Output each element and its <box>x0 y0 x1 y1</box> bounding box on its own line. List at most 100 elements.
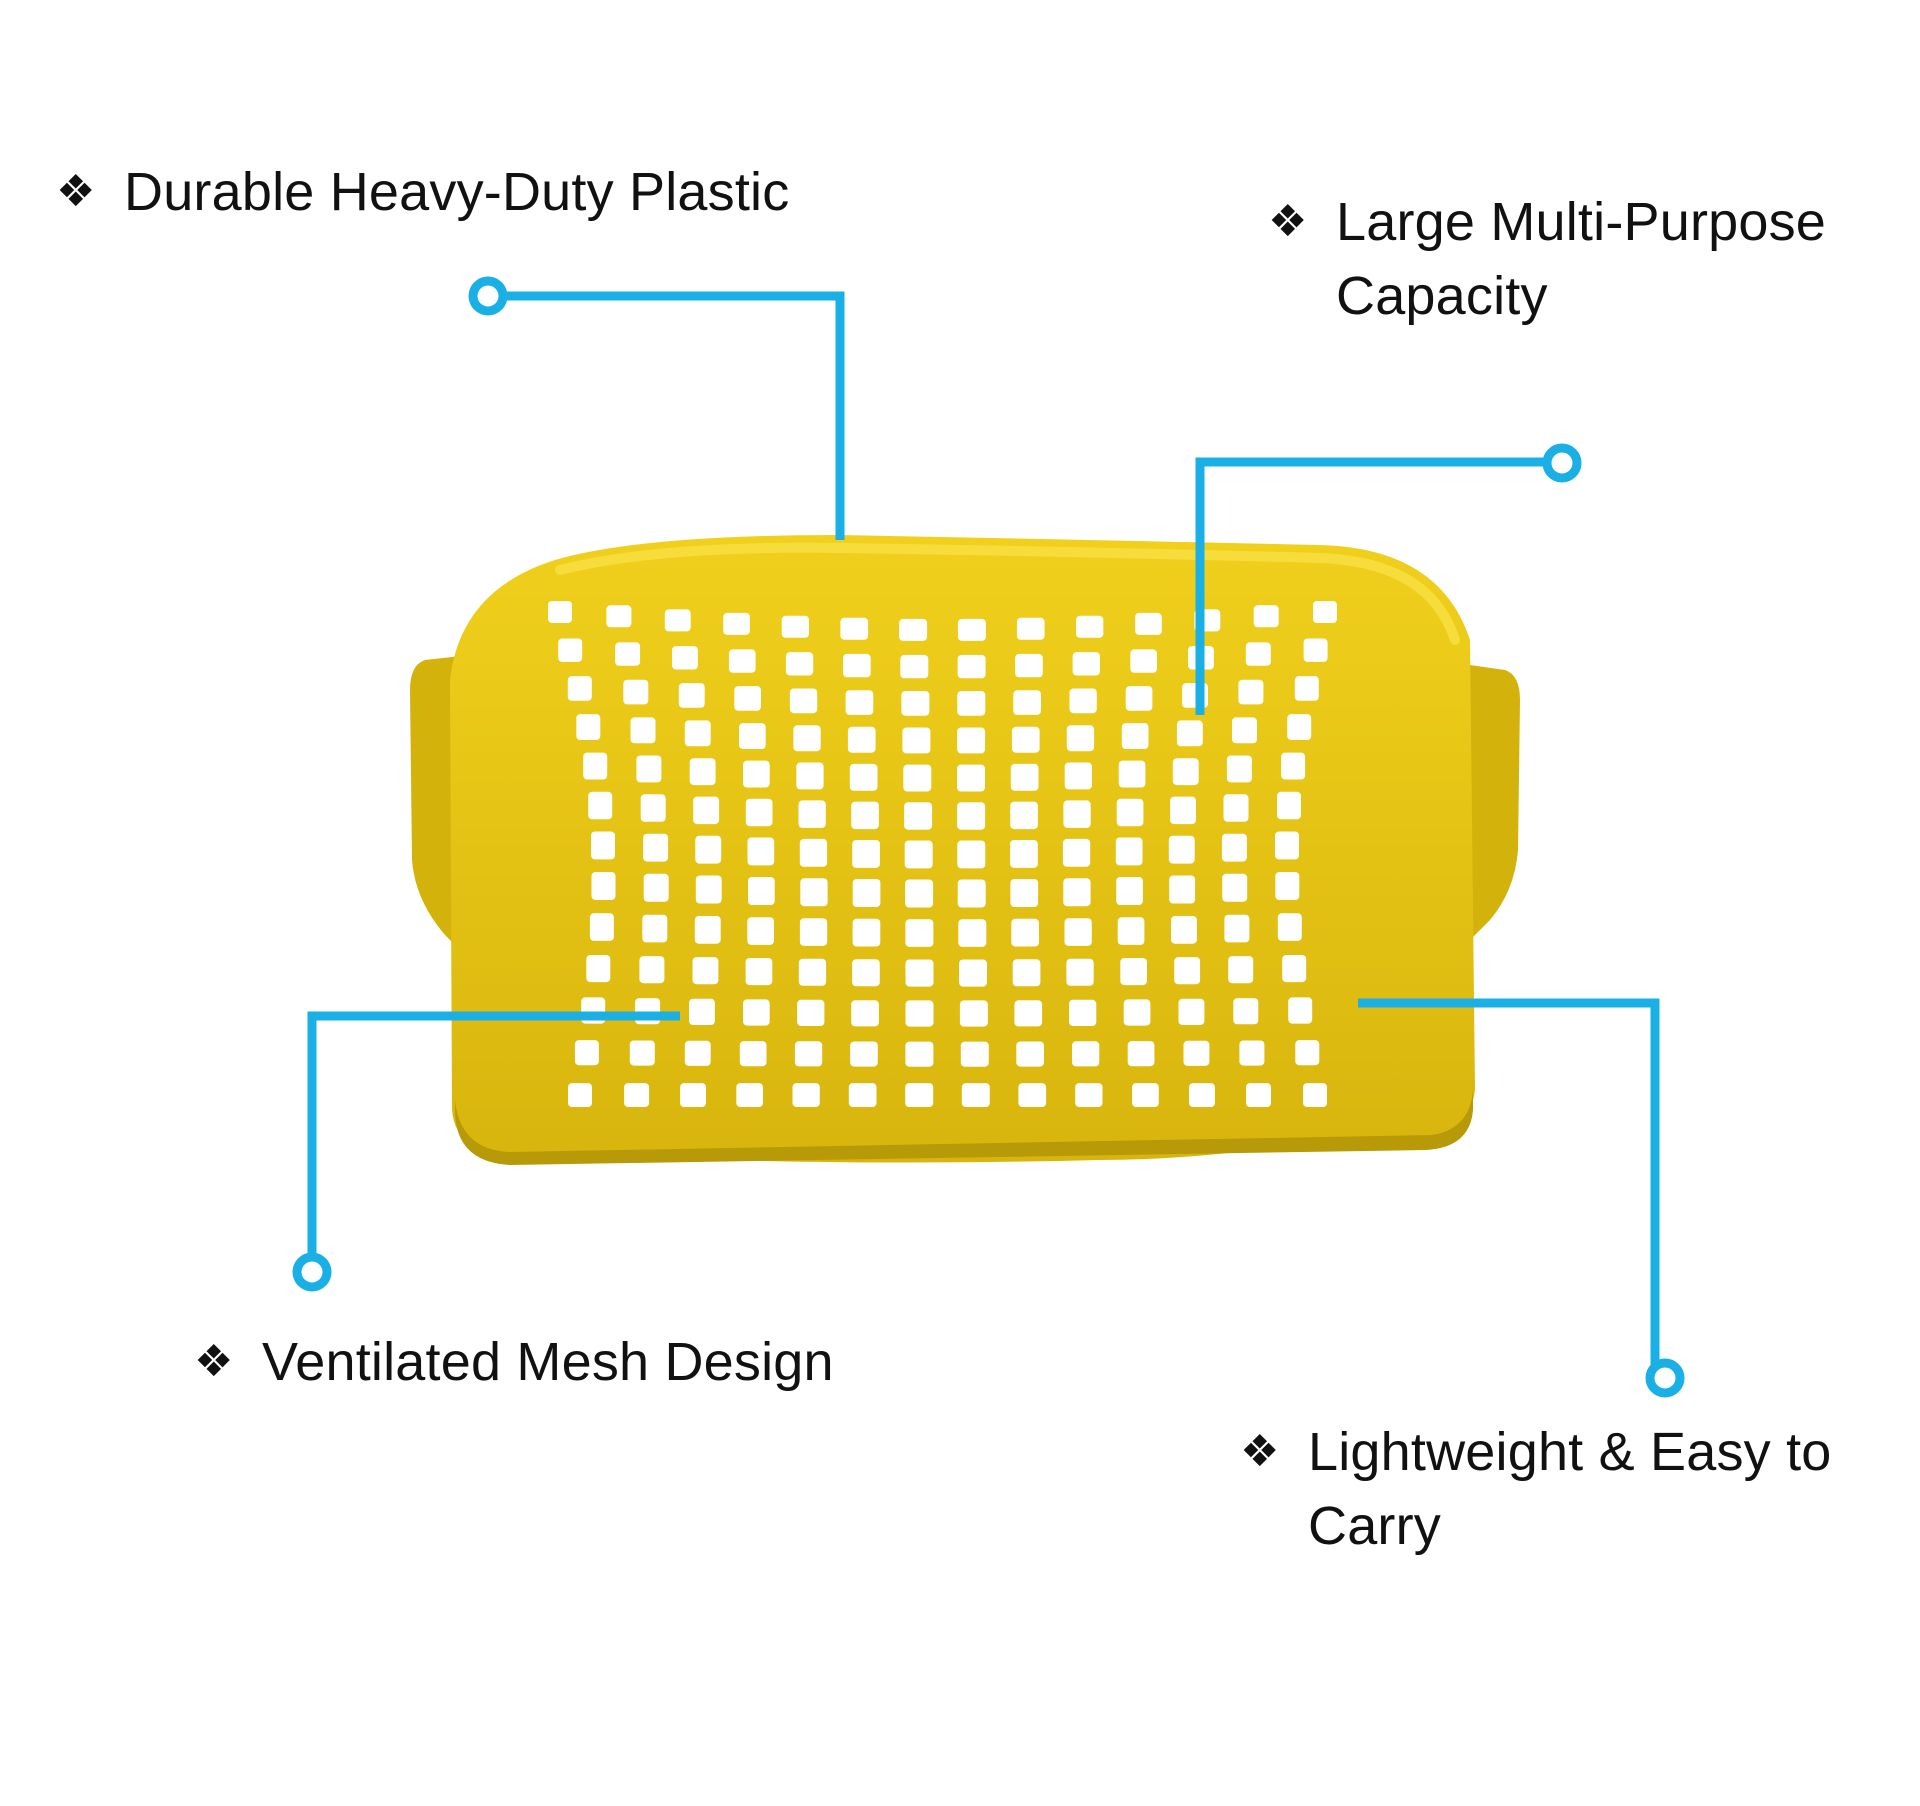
mesh-hole <box>1066 958 1094 986</box>
mesh-hole <box>567 676 592 701</box>
mesh-hole <box>797 999 825 1026</box>
basket-rim <box>555 542 1460 645</box>
callout-dot-capacity <box>1542 443 1582 483</box>
mesh-hole <box>692 957 719 985</box>
callout-lightweight <box>1358 998 1685 1398</box>
mesh-hole <box>747 917 774 945</box>
mesh-hole <box>588 791 613 820</box>
mesh-hole <box>1313 601 1337 623</box>
mesh-hole <box>1281 752 1306 780</box>
mesh-hole <box>785 652 814 676</box>
mesh-hole <box>1013 690 1041 715</box>
mesh-hole <box>1011 918 1039 947</box>
mesh-hole <box>1116 877 1143 905</box>
mesh-hole <box>799 838 828 867</box>
callout-dot-mesh <box>292 1252 332 1292</box>
mesh-hole <box>958 919 987 947</box>
mesh-hole <box>1221 833 1247 862</box>
mesh-hole <box>1012 959 1041 987</box>
mesh-hole <box>1223 794 1249 822</box>
mesh-hole <box>957 879 986 908</box>
mesh-hole <box>693 796 720 825</box>
mesh-hole <box>1303 1083 1327 1107</box>
mesh-hole <box>1069 999 1097 1026</box>
mesh-hole <box>1072 1041 1100 1067</box>
right-handle <box>1465 665 1520 945</box>
mesh-hole <box>642 914 668 943</box>
mesh-hole <box>1232 717 1257 744</box>
mesh-hole <box>743 999 770 1026</box>
mesh-hole <box>902 727 931 754</box>
feature-capacity: ❖ Large Multi-Purpose Capacity <box>1268 185 1908 333</box>
mesh-hole <box>1275 831 1299 860</box>
mesh-hole <box>1295 1040 1320 1066</box>
mesh-hole <box>1176 720 1203 747</box>
mesh-hole <box>630 717 656 744</box>
mesh-hole <box>1121 723 1149 749</box>
mesh-hole <box>904 840 933 869</box>
mesh-hole <box>1288 997 1313 1024</box>
mesh-hole <box>1170 796 1196 825</box>
mesh-hole <box>1064 762 1092 790</box>
mesh-hole <box>1245 642 1271 666</box>
mesh-hole <box>901 691 930 716</box>
mesh-hole <box>639 956 665 984</box>
mesh-hole <box>1228 956 1254 984</box>
callout-capacity <box>1195 443 1582 715</box>
mesh-hole <box>695 875 722 904</box>
mesh-hole <box>1016 1041 1044 1067</box>
mesh-hole <box>1171 916 1197 944</box>
mesh-hole <box>1123 999 1151 1026</box>
mesh-hole <box>960 1041 989 1067</box>
mesh-hole <box>748 877 775 905</box>
mesh-hole <box>739 723 766 749</box>
mesh-hole <box>1183 1040 1210 1066</box>
mesh-hole <box>723 612 750 635</box>
mesh-hole <box>850 1041 878 1067</box>
mesh-hole <box>694 916 721 944</box>
mesh-hole <box>961 1083 990 1107</box>
mesh-hole <box>799 918 828 946</box>
mesh-hole <box>852 840 880 868</box>
mesh-hole <box>800 878 828 907</box>
mesh-hole <box>1118 760 1146 788</box>
mesh-hole <box>591 872 616 900</box>
mesh-hole <box>1076 615 1104 638</box>
mesh-hole <box>905 879 934 908</box>
feature-mesh: ❖ Ventilated Mesh Design <box>194 1325 1014 1399</box>
mesh-hole <box>905 1083 934 1107</box>
mesh-hole <box>1282 955 1307 983</box>
mesh-hole <box>905 959 934 987</box>
mesh-hole <box>624 1083 650 1107</box>
mesh-hole <box>1011 726 1040 753</box>
mesh-hole <box>1125 686 1153 711</box>
mesh-hole <box>1130 649 1157 673</box>
mesh-hole <box>852 918 881 947</box>
mesh-hole <box>695 835 722 864</box>
mesh-hole <box>903 764 932 792</box>
mesh-hole <box>1072 652 1100 676</box>
mesh-hole <box>1066 725 1095 752</box>
mesh-hole <box>583 752 608 780</box>
mesh-hole <box>1168 835 1195 864</box>
mesh-hole <box>957 654 986 679</box>
mesh-hole <box>957 727 986 754</box>
mesh-hole <box>957 691 986 716</box>
feature-mesh-label: Ventilated Mesh Design <box>262 1332 834 1392</box>
callout-line-mesh <box>307 1011 680 1262</box>
mesh-hole <box>728 649 756 673</box>
mesh-hole <box>1063 800 1091 828</box>
mesh-hole <box>680 1083 706 1107</box>
mesh-hole <box>689 758 716 786</box>
mesh-hole <box>684 720 711 747</box>
mesh-hole <box>629 1040 655 1066</box>
mesh-hole <box>739 1041 767 1067</box>
basket-mesh-holes <box>548 601 1337 1107</box>
mesh-hole <box>1064 918 1092 946</box>
mesh-hole <box>1132 1083 1159 1107</box>
feature-capacity-label: Large Multi-Purpose Capacity <box>1336 192 1827 326</box>
mesh-hole <box>905 1000 934 1027</box>
mesh-hole <box>734 686 761 711</box>
mesh-hole <box>745 798 773 827</box>
